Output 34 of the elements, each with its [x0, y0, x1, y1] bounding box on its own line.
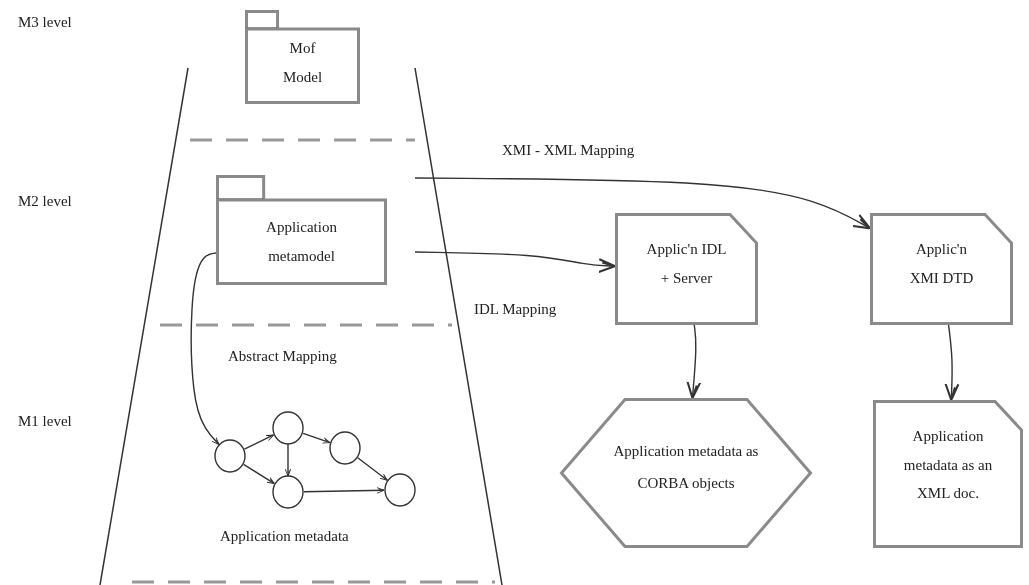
edge-label: XMI - XML Mapping — [500, 142, 637, 159]
text-label: M3 level — [18, 14, 72, 31]
graph-node-circle — [272, 411, 304, 445]
text-label: Abstract Mapping — [228, 348, 337, 365]
graph-node-circle — [272, 475, 304, 509]
arrow — [190, 252, 220, 446]
node-label: Mof Model — [281, 39, 324, 87]
arrow — [414, 251, 617, 273]
arrow — [944, 324, 960, 402]
package-box — [245, 10, 360, 104]
text-label: M2 level — [18, 193, 72, 210]
arrow — [242, 463, 276, 485]
text-label: Application metadata — [220, 528, 349, 545]
text-label: M1 level — [18, 413, 72, 430]
arrow — [414, 177, 872, 230]
package-box — [216, 175, 387, 285]
arrow — [686, 324, 702, 400]
node-label: Application metadata as CORBA objects — [613, 442, 759, 493]
node-label: Applic'n IDL + Server — [645, 240, 728, 288]
graph-node-circle — [329, 431, 361, 465]
graph-node-circle — [214, 439, 246, 473]
graph-node-circle — [384, 473, 416, 507]
arrow — [284, 443, 292, 477]
node-label: Applic'n XMI DTD — [908, 240, 975, 288]
node-label: Application metadata as an XML doc. — [902, 427, 994, 503]
node-label: Application metamodel — [265, 218, 338, 266]
document-box — [615, 213, 758, 325]
arrow — [303, 487, 385, 494]
arrow — [243, 434, 275, 450]
edge-label: IDL Mapping — [472, 301, 559, 318]
document-box — [873, 400, 1023, 548]
hexagon-box — [560, 398, 812, 548]
arrow — [357, 457, 388, 481]
document-box — [870, 213, 1013, 325]
